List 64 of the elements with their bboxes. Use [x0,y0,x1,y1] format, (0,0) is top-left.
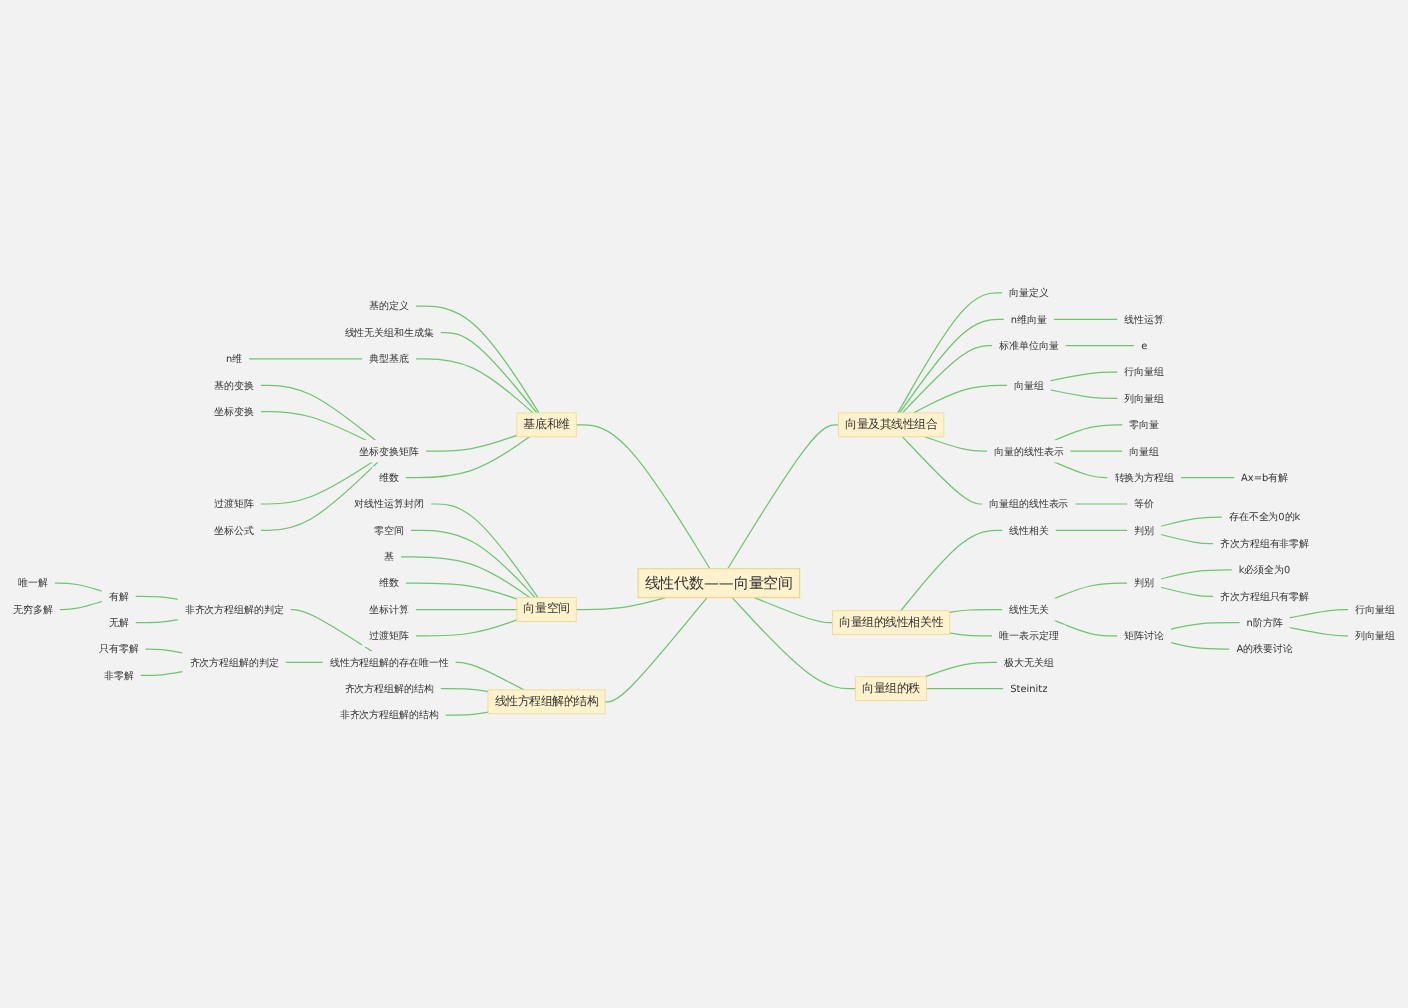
connector [1053,619,1119,637]
connector [414,305,540,414]
connector [400,556,531,599]
connector [134,595,179,600]
connector [1179,477,1236,479]
connector [924,436,989,452]
connector [414,619,518,637]
connector [134,619,179,624]
connector [1288,608,1350,619]
connector [731,596,857,690]
connector [1160,569,1233,580]
connector [901,345,994,414]
connector [1288,626,1350,637]
connector [925,688,1005,690]
connector [404,582,518,600]
connector [259,411,368,442]
connector [424,434,518,452]
connector [414,358,534,414]
connector [900,529,1004,612]
connector [58,600,103,611]
connector [289,608,373,653]
connector [259,461,373,505]
connector [259,461,379,531]
connector [604,596,708,703]
connector [924,661,999,678]
connector [753,596,834,624]
connector [727,424,839,570]
connector [1053,461,1109,479]
connector [429,503,539,599]
connector [575,424,711,570]
connector [1053,424,1124,442]
connector [53,582,103,592]
connector [139,670,184,677]
connector [454,661,525,691]
connector [1049,371,1119,382]
connector [439,331,538,414]
connector [1169,641,1231,650]
connector [1052,318,1119,320]
connector [439,688,489,693]
connector [1054,529,1129,531]
connector [897,292,1004,414]
connector [144,648,184,654]
connector [949,632,994,637]
connector [1069,450,1124,452]
connector [899,318,1005,414]
connector [575,596,667,611]
connector [901,436,984,505]
connector [1160,516,1223,527]
connector [1169,622,1241,630]
connector [414,608,518,611]
connector [1160,533,1215,545]
connector [1064,345,1136,347]
connector [1049,389,1119,400]
connector [409,529,536,599]
connector [949,608,1004,614]
connector [444,711,489,716]
connector [248,358,364,360]
connector [1053,582,1129,600]
connector [284,661,324,663]
connector [259,384,377,442]
connector [913,384,1008,414]
connector [404,436,531,479]
connector [1160,586,1215,597]
connector [1074,503,1129,505]
